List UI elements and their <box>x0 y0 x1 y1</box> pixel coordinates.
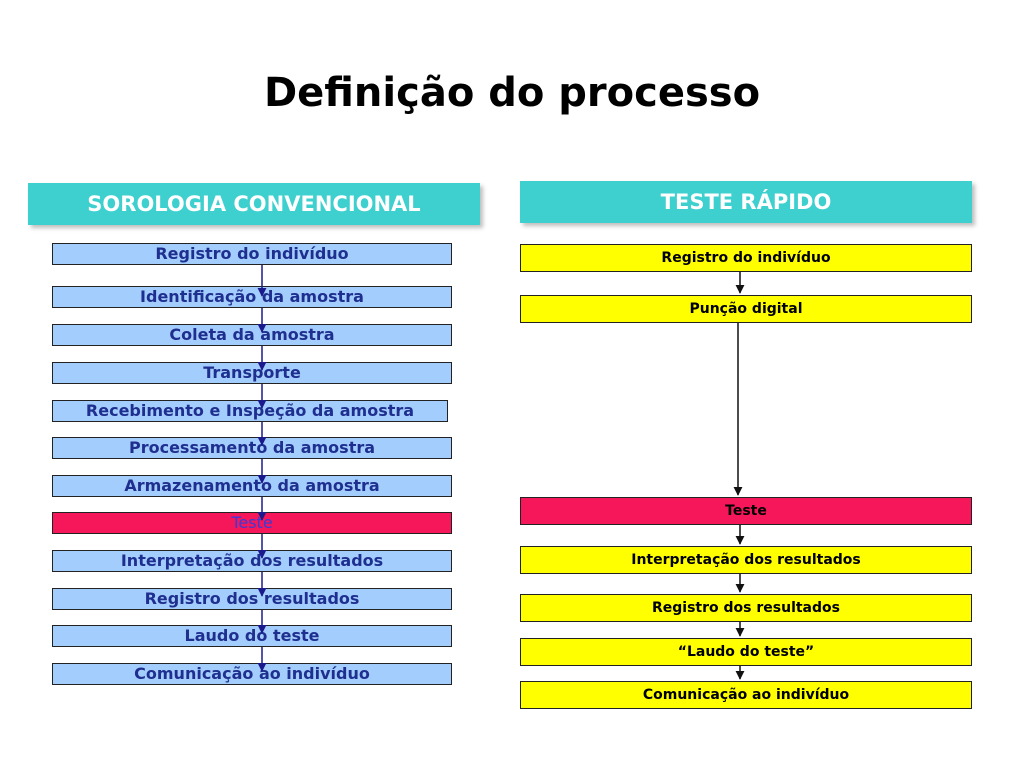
rapid-test-header: TESTE RÁPIDO <box>520 181 972 223</box>
left-step-transporte: Transporte <box>52 362 452 384</box>
left-step-processamento-amostra: Processamento da amostra <box>52 437 452 459</box>
left-step-armazenamento-amostra: Armazenamento da amostra <box>52 475 452 497</box>
right-step-laudo-teste: “Laudo do teste” <box>520 638 972 666</box>
left-step-laudo-teste: Laudo do teste <box>52 625 452 647</box>
right-step-interpretacao-resultados: Interpretação dos resultados <box>520 546 972 574</box>
right-step-registro-resultados: Registro dos resultados <box>520 594 972 622</box>
right-step-comunicacao-individuo: Comunicação ao indivíduo <box>520 681 972 709</box>
left-step-coleta-amostra: Coleta da amostra <box>52 324 452 346</box>
left-step-registro-resultados: Registro dos resultados <box>52 588 452 610</box>
left-step-comunicacao-individuo: Comunicação ao indivíduo <box>52 663 452 685</box>
conventional-serology-header: SOROLOGIA CONVENCIONAL <box>28 183 480 225</box>
left-step-interpretacao-resultados: Interpretação dos resultados <box>52 550 452 572</box>
right-step-teste: Teste <box>520 497 972 525</box>
left-step-identificacao-amostra: Identificação da amostra <box>52 286 452 308</box>
right-step-puncao-digital: Punção digital <box>520 295 972 323</box>
left-step-registro-individuo: Registro do indivíduo <box>52 243 452 265</box>
right-step-registro-individuo: Registro do indivíduo <box>520 244 972 272</box>
left-step-recebimento-inspecao: Recebimento e Inspeção da amostra <box>52 400 448 422</box>
left-step-teste: Teste <box>52 512 452 534</box>
page-title: Definição do processo <box>263 70 761 116</box>
